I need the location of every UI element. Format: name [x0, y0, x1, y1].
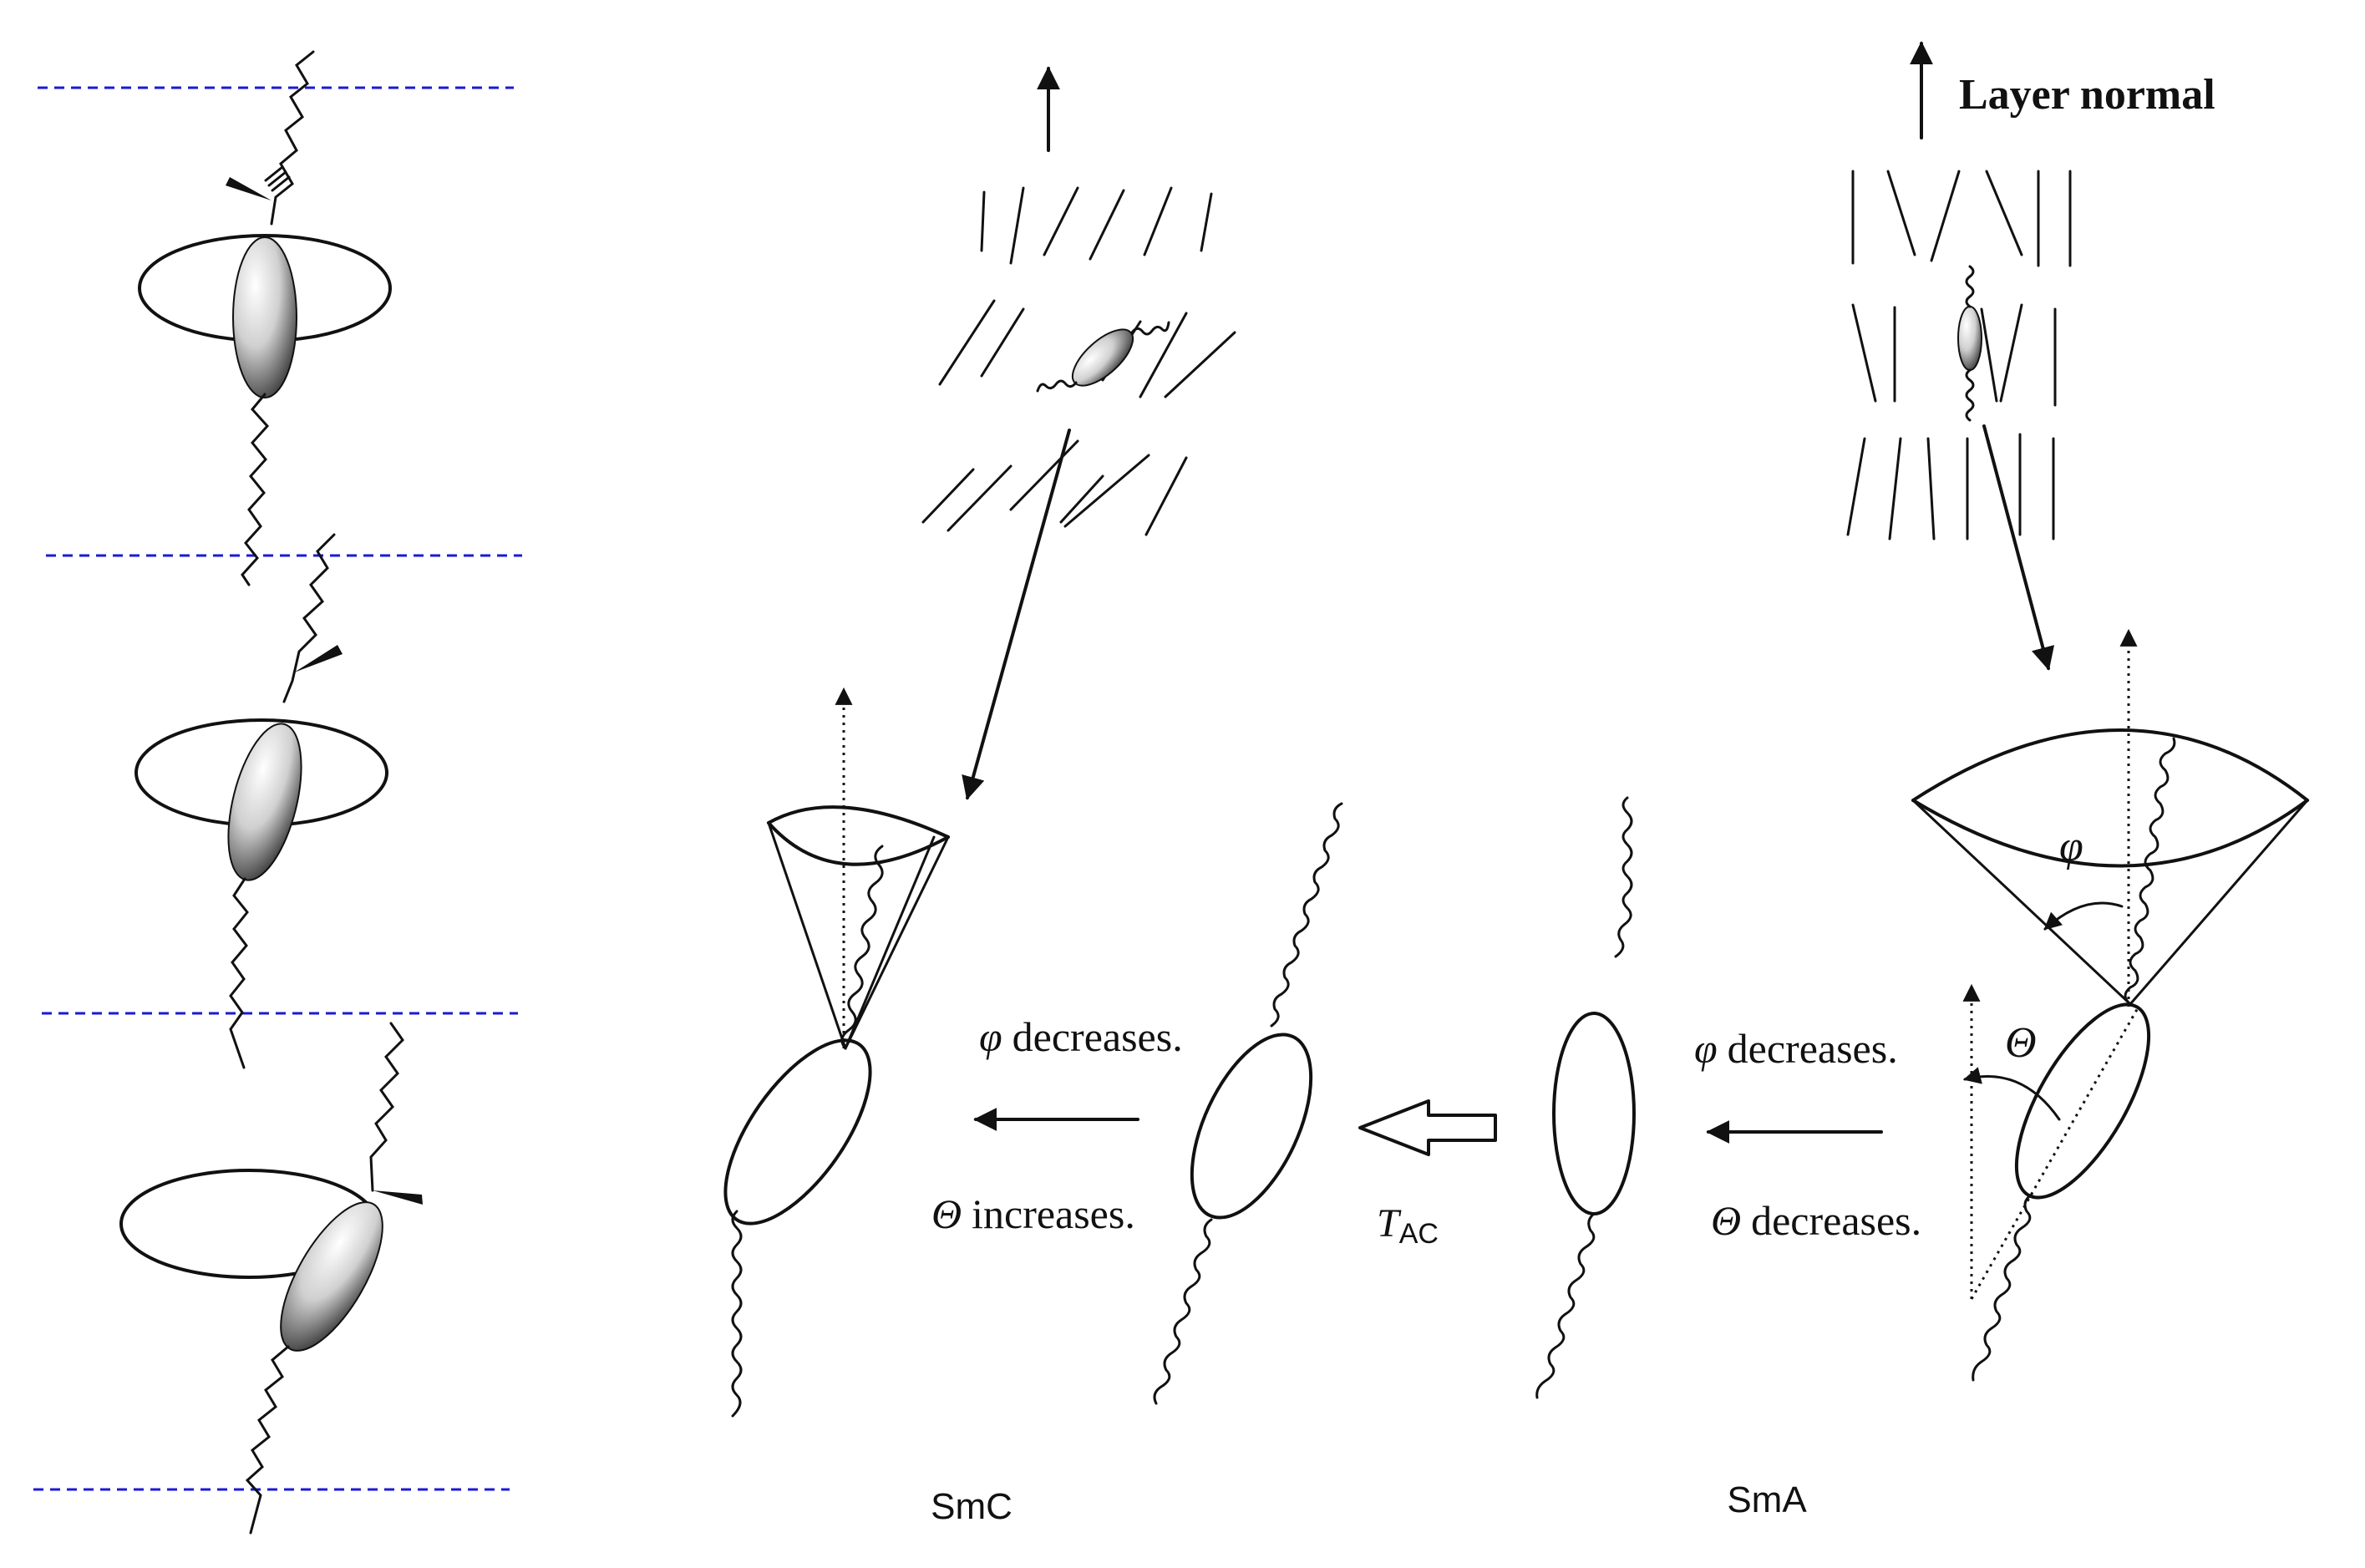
molecule-ellipse	[1190, 1033, 1313, 1220]
alkyl-chain	[241, 393, 270, 586]
alkyl-chain	[282, 533, 336, 703]
alkyl-chain	[270, 50, 315, 226]
t-symbol: T	[1377, 1201, 1402, 1246]
theta-symbol: Θ	[1711, 1197, 1741, 1244]
molecule-upright-sma	[1535, 796, 1636, 1399]
phi-symbol: φ	[979, 1013, 1002, 1060]
molecule-ellipse	[723, 1038, 872, 1225]
transition-indicator: TAC	[1358, 1099, 1497, 1250]
molecule-upright	[138, 50, 392, 586]
mesogen-rod	[227, 723, 302, 881]
layer-normal-label: Layer normal	[1959, 71, 2215, 119]
phi-angle-arc	[2043, 901, 2124, 931]
molecule-strongly-tilted	[119, 1022, 423, 1535]
phi-decreases-text: decreases.	[1012, 1013, 1183, 1060]
zoom-arrow	[1982, 424, 2055, 671]
alkyl-chain	[229, 877, 249, 1069]
sma-layer-texture: Layer normal	[1846, 41, 2215, 540]
molecule-ellipse	[1552, 1012, 1636, 1215]
theta-decreases-text: decreases.	[1751, 1197, 1921, 1244]
phi-decreases-text: decreases.	[1728, 1025, 1898, 1072]
theta-symbol: Θ	[931, 1190, 962, 1237]
zoom-arrow	[962, 429, 1071, 800]
sma-label: SmA	[1727, 1479, 1807, 1520]
phi-angle-label: φ	[2059, 823, 2083, 870]
molecule-slightly-tilted	[134, 533, 388, 1069]
alkyl-chain	[245, 1345, 290, 1535]
mesogen-rod	[1957, 306, 1982, 371]
theta-angle-arc	[1962, 1067, 2061, 1121]
layer-boundaries	[33, 86, 522, 1491]
molecule-ellipse	[2014, 1002, 2151, 1200]
molecule-tilted-intermediate	[1153, 802, 1343, 1405]
theta-angle-label: Θ	[2005, 1019, 2037, 1067]
stereo-wedge	[294, 645, 343, 672]
smc-cone	[723, 687, 950, 1418]
smc-label: SmC	[931, 1486, 1012, 1527]
phi-symbol: φ	[1694, 1025, 1718, 1072]
stereo-wedge	[373, 1190, 423, 1205]
alkyl-chain	[369, 1022, 404, 1192]
svg-text:TAC: TAC	[1377, 1201, 1439, 1250]
triple-bond	[267, 170, 287, 187]
theta-increases-text: increases.	[972, 1190, 1135, 1237]
mesogen-rod	[232, 236, 297, 398]
hollow-arrow-icon	[1358, 1099, 1497, 1156]
sma-cone: φ Θ	[1911, 628, 2309, 1382]
mesogen-rod	[280, 1201, 383, 1352]
t-subscript: AC	[1399, 1218, 1439, 1250]
stereo-wedge	[226, 177, 272, 200]
smc-layer-texture	[921, 66, 1236, 536]
